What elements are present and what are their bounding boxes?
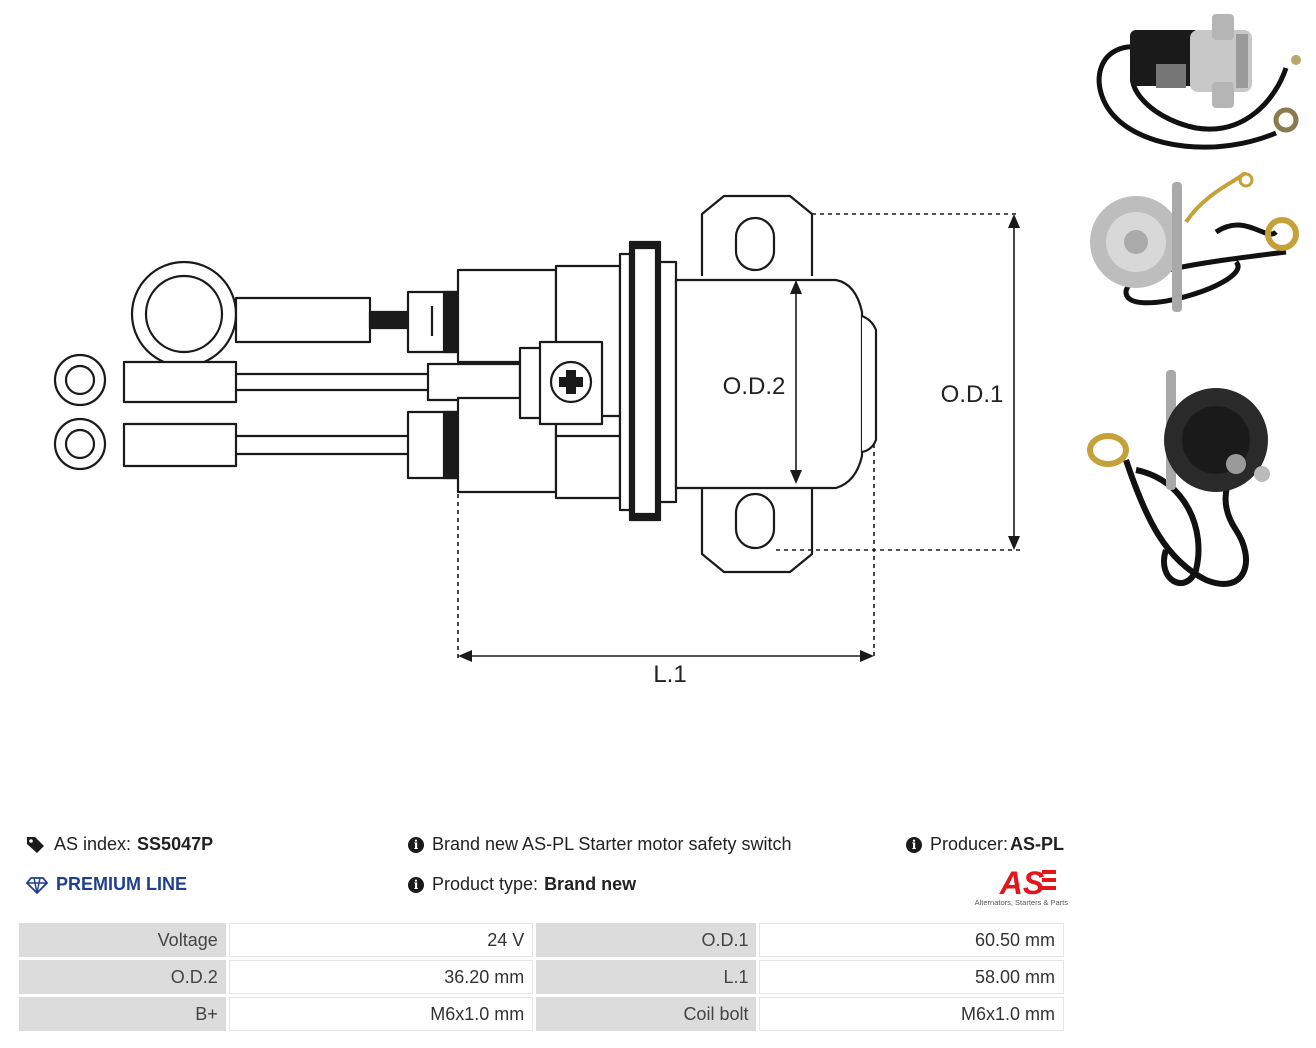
as-index-row: AS index: SS5047P (26, 834, 213, 855)
as-index-label: AS index: (54, 834, 132, 854)
product-type-label: Product type: (432, 874, 539, 894)
technical-drawing: O.D.2 O.D.1 L.1 (53, 194, 1020, 688)
spec-value: M6x1.0 mm (759, 997, 1064, 1031)
diamond-icon (26, 876, 48, 894)
producer-value: AS-PL (1010, 834, 1065, 854)
spec-value: 60.50 mm (759, 923, 1064, 957)
svg-text:AS: AS (999, 865, 1045, 901)
dim-od1-label: O.D.1 (941, 381, 1004, 408)
dim-l1-label: L.1 (653, 661, 686, 688)
as-index-value: SS5047P (137, 834, 214, 854)
product-photo-1[interactable] (1086, 8, 1308, 168)
spec-value: M6x1.0 mm (228, 997, 534, 1031)
table-row: Voltage 24 V O.D.1 60.50 mm (19, 923, 1064, 957)
spec-label: L.1 (536, 960, 757, 994)
svg-text:Alternators, Starters & Parts: Alternators, Starters & Parts (975, 898, 1068, 907)
producer-row: i Producer: AS-PL (906, 834, 1064, 855)
dim-od2-label: O.D.2 (723, 373, 786, 400)
info-icon: i (408, 836, 424, 853)
spec-label: O.D.2 (19, 960, 226, 994)
spec-value: 36.20 mm (228, 960, 534, 994)
table-row: O.D.2 36.20 mm L.1 58.00 mm (19, 960, 1064, 994)
tags-icon (27, 836, 44, 853)
info-icon: i (906, 836, 922, 853)
spec-label: Voltage (19, 923, 226, 957)
specs-table: Voltage 24 V O.D.1 60.50 mm O.D.2 36.20 … (16, 920, 1067, 1034)
producer-label: Producer: (930, 834, 1009, 854)
product-photo-2[interactable] (1086, 172, 1308, 342)
premium-line-label: PREMIUM LINE (56, 874, 188, 894)
product-type-row: i Product type: Brand new (408, 874, 636, 895)
spec-label: O.D.1 (536, 923, 757, 957)
as-pl-logo: AS Alternators, Starters & Parts (975, 865, 1068, 907)
product-photo-3[interactable] (1086, 360, 1308, 596)
table-row: B+ M6x1.0 mm Coil bolt M6x1.0 mm (19, 997, 1064, 1031)
spec-value: 24 V (228, 923, 534, 957)
spec-label: Coil bolt (536, 997, 757, 1031)
product-type-value: Brand new (544, 874, 637, 894)
spec-value: 58.00 mm (759, 960, 1064, 994)
spec-label: B+ (19, 997, 226, 1031)
product-description: Brand new AS-PL Starter motor safety swi… (432, 834, 792, 854)
description-row: i Brand new AS-PL Starter motor safety s… (408, 834, 791, 855)
premium-line-row: PREMIUM LINE (26, 874, 187, 895)
info-icon: i (408, 876, 424, 893)
